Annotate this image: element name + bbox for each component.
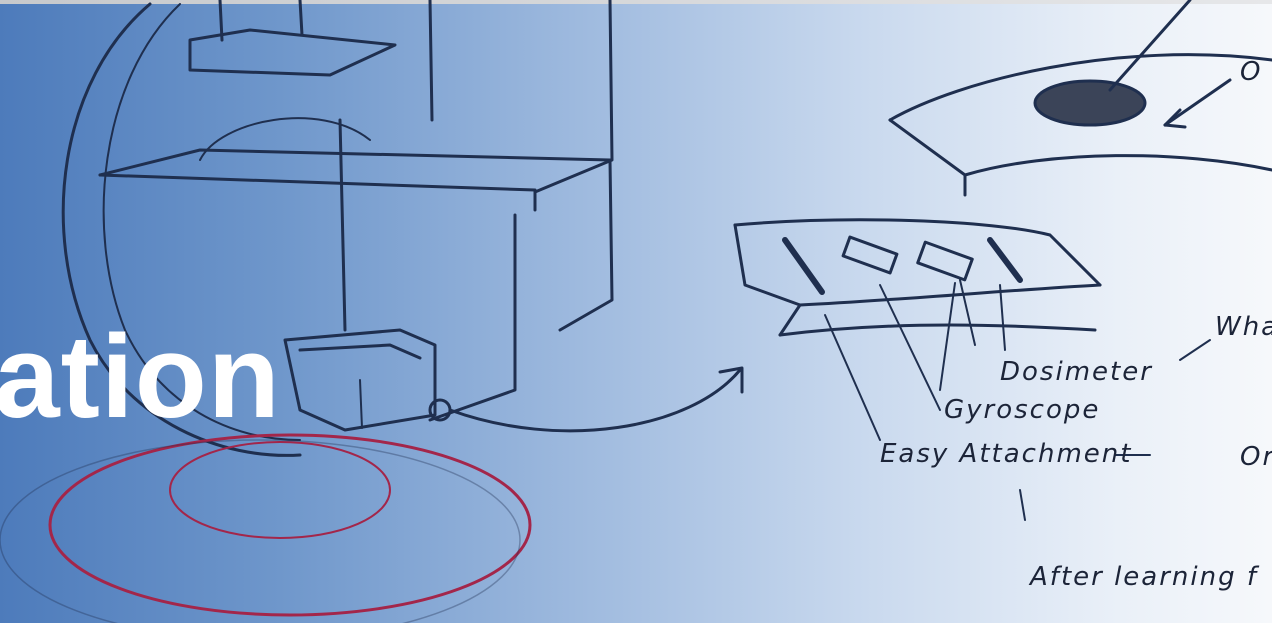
connector-arrow xyxy=(450,370,740,431)
label-what: Wha xyxy=(1215,312,1272,342)
label-dosimeter: Dosimeter xyxy=(1000,357,1153,387)
pad-sketch xyxy=(890,0,1272,195)
label-gyroscope: Gyroscope xyxy=(944,395,1100,425)
label-or: Or xyxy=(1240,442,1272,472)
target-rings-sketch xyxy=(0,435,530,623)
label-after-learning: After learning f xyxy=(1028,562,1260,592)
label-top-right: O xyxy=(1240,57,1262,87)
label-easy-attachment: Easy Attachment xyxy=(880,439,1132,469)
hero-headline: ation xyxy=(0,318,281,436)
